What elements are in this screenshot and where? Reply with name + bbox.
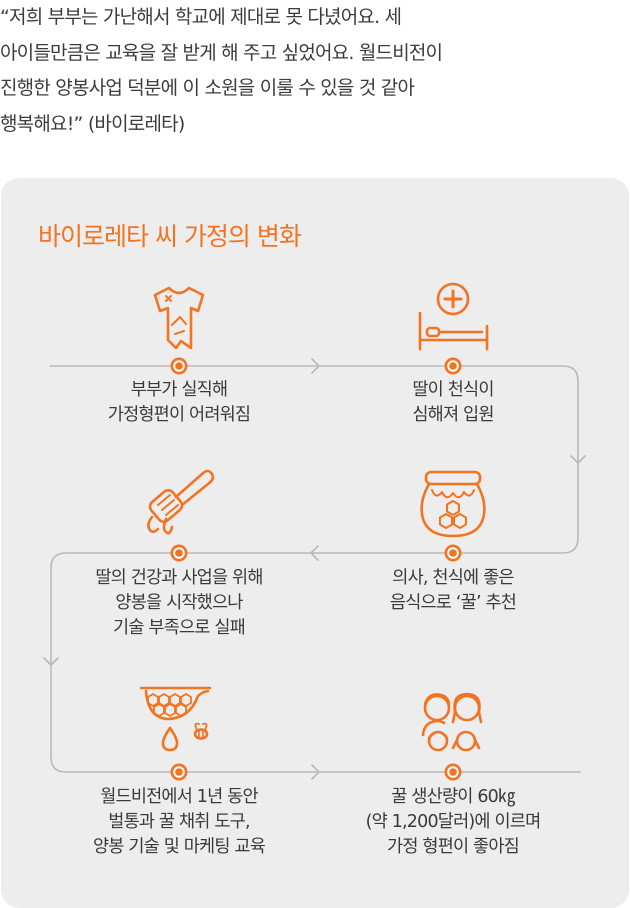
step-label: 의사, 천식에 좋은 음식으로 ‘꿀’ 추천: [389, 568, 517, 613]
step-label: 월드비전에서 1년 동안 벌통과 꿀 채취 도구, 양봉 기술 및 마케팅 교육: [92, 787, 266, 857]
arrow-left-icon: [310, 545, 319, 561]
honey-jar-icon: [420, 470, 486, 538]
panel-title: 바이로레타 씨 가정의 변화: [38, 222, 302, 251]
testimonial-quote: “저희 부부는 가난해서 학교에 제대로 못 다녔어요. 세 아이들만큼은 교육…: [0, 0, 615, 142]
step-label: 딸이 천식이 심해져 입원: [412, 380, 494, 425]
step-label: 꿀 생산량이 60㎏ (약 1,200달러)에 이르며 가정 형편이 좋아짐: [365, 787, 542, 857]
quote-line: 진행한 양봉사업 덕분에 이 소원을 이룰 수 있을 것 같아: [0, 77, 415, 99]
arrow-right-icon: [311, 764, 320, 780]
honeycomb-bee-icon: [139, 686, 212, 752]
step-label: 딸의 건강과 사업을 위해 양봉을 시작했으나 기술 부족으로 실패: [95, 568, 263, 638]
quote-line: 행복해요!” (바이로레타): [0, 112, 185, 135]
quote-line: 아이들만큼은 교육을 잘 받게 해 주고 싶었어요. 월드비전이: [0, 41, 443, 64]
change-panel: [1, 178, 629, 908]
step-dot: [444, 544, 462, 562]
quote-line: “저희 부부는 가난해서 학교에 제대로 못 다녔어요. 세: [0, 6, 402, 28]
hospital-bed-icon: [418, 282, 489, 351]
torn-shirt-icon: [153, 286, 205, 350]
arrow-down-icon: [570, 455, 586, 464]
connector-line: [43, 358, 586, 780]
arrow-down-icon: [43, 657, 59, 666]
step-label: 부부가 실직해 가정형편이 어려워짐: [107, 380, 251, 425]
honey-dipper-icon: [147, 469, 215, 535]
arrow-right-icon: [311, 358, 320, 374]
step-dot: [170, 357, 188, 375]
family-icon: [421, 692, 483, 752]
step-dot: [170, 544, 188, 562]
step-dot: [444, 763, 462, 781]
step-dot: [444, 357, 462, 375]
step-dots: [170, 357, 462, 781]
step-dot: [170, 763, 188, 781]
